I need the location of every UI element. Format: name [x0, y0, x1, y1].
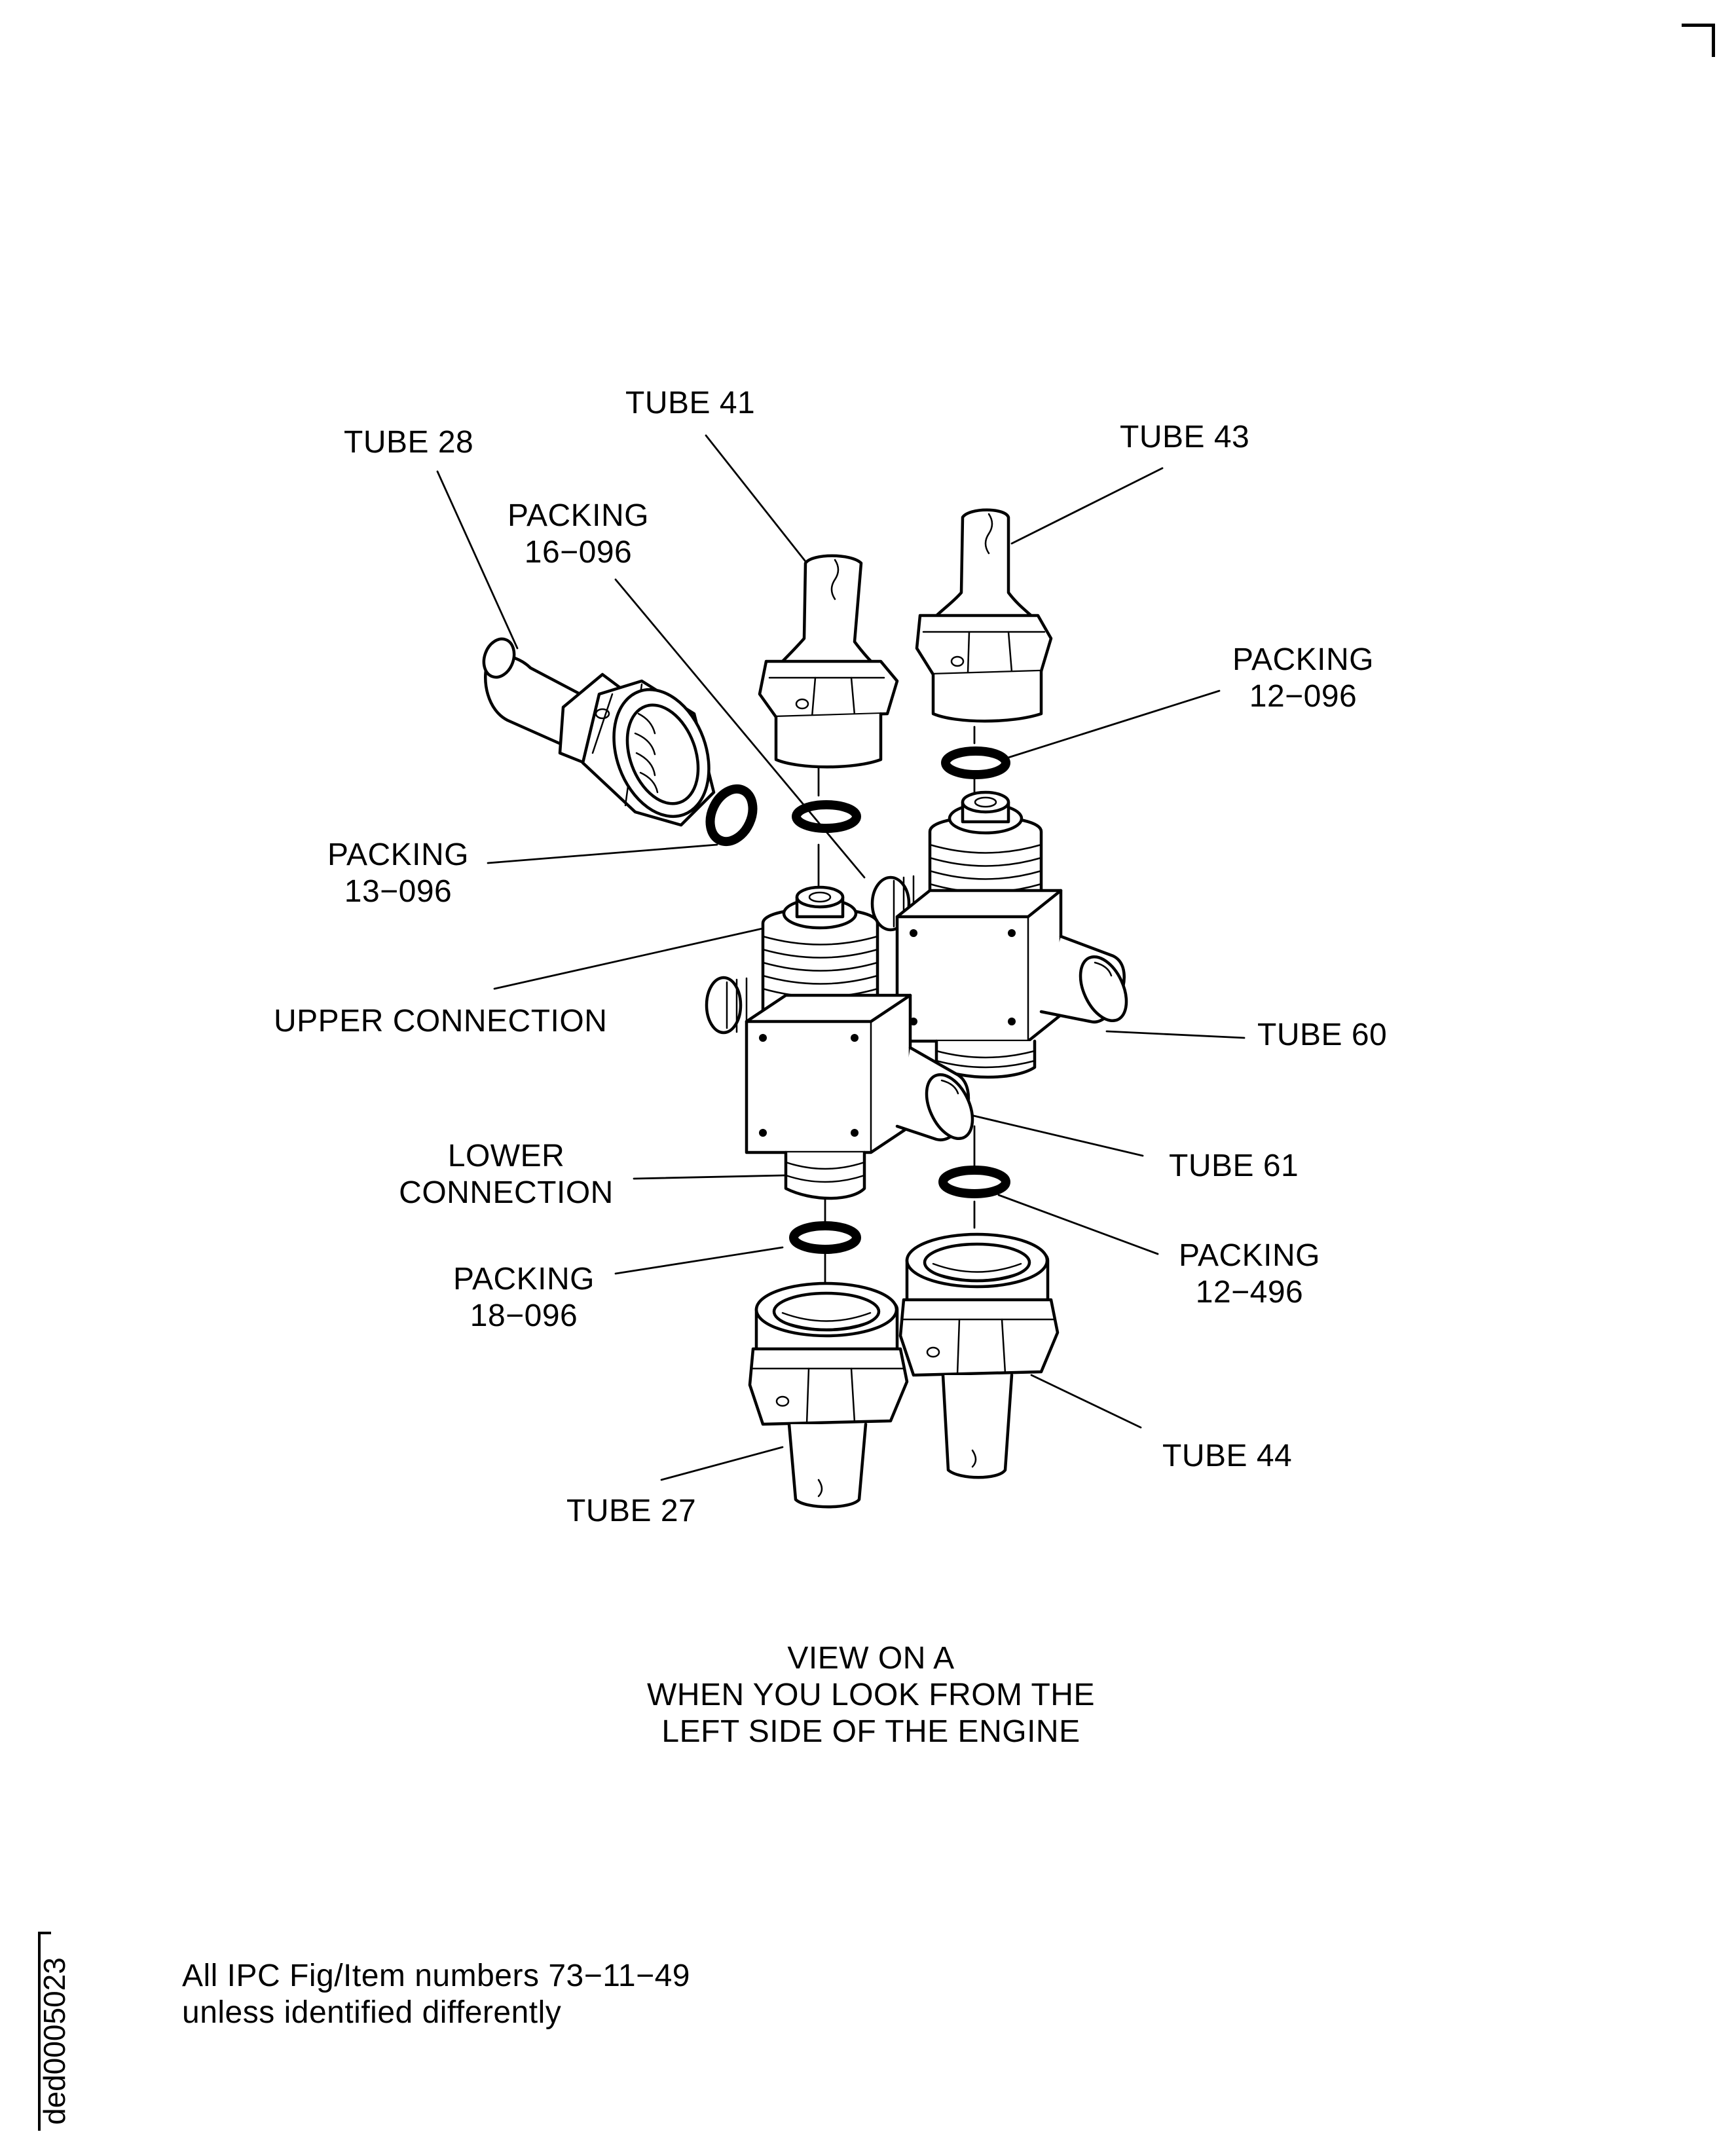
label-packing-12-096: PACKING 12−096 [1232, 642, 1374, 715]
left-tee-fitting [705, 885, 974, 1200]
drawing-code-bracket [38, 1932, 51, 2131]
label-tube-43: TUBE 43 [1120, 420, 1250, 454]
label-packing-12-496: PACKING 12−496 [1179, 1238, 1320, 1311]
drawing-code: ded0005023 [37, 1957, 71, 2125]
view-caption-line1: VIEW ON A [787, 1641, 955, 1676]
tube-28-part [482, 637, 716, 827]
tube-43-part [915, 508, 1053, 723]
label-packing-12-496-line1: PACKING [1179, 1238, 1320, 1273]
label-packing-16-096-line2: 16−096 [524, 535, 633, 570]
label-packing-16-096-line1: PACKING [508, 498, 649, 533]
label-lower-connection-line2: CONNECTION [399, 1175, 614, 1210]
label-packing-16-096: PACKING 16−096 [508, 498, 649, 571]
view-caption-line2: WHEN YOU LOOK FROM THE [647, 1678, 1095, 1712]
label-packing-18-096: PACKING 18−096 [453, 1261, 595, 1334]
label-packing-13-096: PACKING 13−096 [327, 837, 469, 910]
packing-12-496-ring [938, 1166, 1010, 1198]
label-lower-connection: LOWER CONNECTION [399, 1138, 614, 1211]
view-caption: VIEW ON A WHEN YOU LOOK FROM THE LEFT SI… [647, 1640, 1095, 1750]
label-lower-connection-line1: LOWER [447, 1139, 565, 1173]
packing-16-096-ring [792, 800, 861, 833]
label-packing-12-496-line2: 12−496 [1195, 1275, 1304, 1310]
tube-27-part [748, 1281, 909, 1509]
tube-41-part [758, 554, 899, 769]
tube-44-part [898, 1232, 1060, 1479]
label-packing-12-096-line2: 12−096 [1249, 679, 1357, 714]
footnote-line1: All IPC Fig/Item numbers 73−11−49 [182, 1959, 690, 1993]
packing-18-096-ring [789, 1221, 861, 1254]
label-tube-61: TUBE 61 [1169, 1149, 1299, 1183]
label-packing-18-096-line2: 18−096 [470, 1298, 578, 1333]
label-packing-12-096-line1: PACKING [1232, 642, 1374, 677]
right-tee-fitting [870, 790, 1128, 1079]
packing-12-096-ring [941, 746, 1010, 779]
label-packing-13-096-line2: 13−096 [344, 874, 452, 909]
label-tube-44: TUBE 44 [1162, 1439, 1293, 1473]
packing-13-096-ring [705, 784, 758, 847]
footnote: All IPC Fig/Item numbers 73−11−49 unless… [182, 1958, 690, 2031]
label-packing-18-096-line1: PACKING [453, 1262, 595, 1297]
footnote-line2: unless identified differently [182, 1995, 562, 2030]
label-upper-connection: UPPER CONNECTION [274, 1004, 608, 1039]
view-caption-line3: LEFT SIDE OF THE ENGINE [661, 1714, 1080, 1749]
label-packing-13-096-line1: PACKING [327, 837, 469, 872]
corner-crop-mark [1682, 24, 1715, 57]
label-tube-28: TUBE 28 [344, 425, 474, 460]
label-tube-41: TUBE 41 [625, 386, 756, 420]
label-tube-60: TUBE 60 [1257, 1018, 1388, 1052]
label-tube-27: TUBE 27 [566, 1494, 697, 1528]
